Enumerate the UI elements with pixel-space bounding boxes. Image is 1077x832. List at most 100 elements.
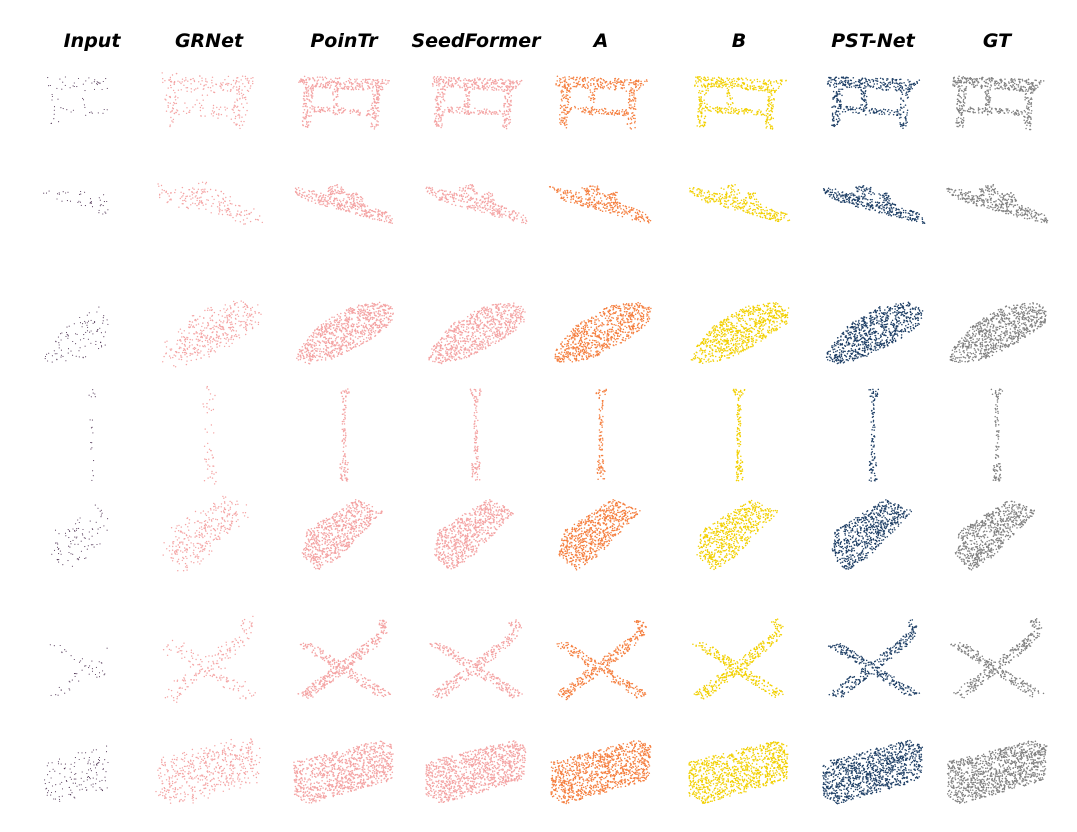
column-title-grnet: GRNet: [139, 28, 279, 54]
point-cloud-lamp-pointr: [280, 383, 408, 488]
column-title-seedformer: SeedFormer: [406, 28, 546, 54]
column-title-a: A: [531, 28, 671, 54]
point-cloud-sofa-pointr: [280, 718, 408, 823]
point-cloud-render: [298, 75, 390, 130]
point-cloud-boat-input: [28, 158, 156, 263]
point-cloud-render: [822, 739, 924, 804]
point-cloud-render: [825, 300, 924, 364]
point-cloud-render: [425, 739, 527, 803]
point-cloud-boat-seedformer: [412, 158, 540, 263]
point-cloud-render: [49, 643, 108, 696]
point-cloud-airplane-pstnet: [809, 608, 937, 713]
point-cloud-table-pstnet: [809, 58, 937, 163]
point-cloud-airplane-input: [28, 608, 156, 713]
point-cloud-render: [550, 739, 652, 804]
point-cloud-car-grnet: [145, 278, 273, 383]
point-cloud-airplane-pointr: [280, 608, 408, 713]
point-cloud-airplane-b: [675, 608, 803, 713]
point-cloud-cabinet-input: [28, 493, 156, 598]
point-cloud-car-b: [675, 278, 803, 383]
point-cloud-cabinet-a: [537, 493, 665, 598]
point-cloud-table-a: [537, 58, 665, 163]
point-cloud-boat-grnet: [145, 158, 273, 263]
point-cloud-render: [949, 301, 1047, 363]
point-cloud-car-gt: [933, 278, 1061, 383]
point-cloud-render: [952, 75, 1045, 130]
point-cloud-sofa-gt: [933, 718, 1061, 823]
point-cloud-cabinet-seedformer: [412, 493, 540, 598]
point-cloud-render: [43, 190, 109, 215]
point-cloud-render: [556, 619, 647, 700]
point-cloud-render: [558, 498, 641, 570]
point-cloud-cabinet-gt: [933, 493, 1061, 598]
point-cloud-render: [688, 740, 789, 804]
point-cloud-sofa-grnet: [145, 718, 273, 823]
point-cloud-lamp-grnet: [145, 383, 273, 488]
column-title-gt: GT: [927, 28, 1067, 54]
column-title-input: Input: [22, 28, 162, 54]
point-cloud-render: [696, 499, 778, 570]
point-cloud-render: [202, 385, 217, 485]
point-cloud-car-a: [537, 278, 665, 383]
point-cloud-render: [946, 183, 1049, 223]
point-cloud-render: [954, 500, 1036, 570]
point-cloud-boat-b: [675, 158, 803, 263]
point-cloud-render: [162, 299, 262, 367]
point-cloud-render: [554, 301, 652, 363]
point-cloud-render: [162, 495, 249, 571]
point-cloud-airplane-seedformer: [412, 608, 540, 713]
point-cloud-boat-pstnet: [809, 158, 937, 263]
point-cloud-render: [595, 388, 607, 480]
point-cloud-lamp-input: [28, 383, 156, 488]
point-cloud-sofa-b: [675, 718, 803, 823]
point-cloud-render: [431, 75, 523, 129]
point-cloud-render: [434, 498, 514, 569]
point-cloud-render: [692, 617, 784, 699]
point-cloud-boat-pointr: [280, 158, 408, 263]
point-cloud-render: [690, 301, 790, 364]
point-cloud-car-pstnet: [809, 278, 937, 383]
point-cloud-cabinet-pointr: [280, 493, 408, 598]
point-cloud-cabinet-grnet: [145, 493, 273, 598]
point-cloud-render: [950, 617, 1045, 698]
point-cloud-render: [826, 75, 921, 129]
point-cloud-boat-a: [537, 158, 665, 263]
point-cloud-table-gt: [933, 58, 1061, 163]
point-cloud-table-b: [675, 58, 803, 163]
point-cloud-render: [296, 301, 394, 365]
point-cloud-render: [44, 745, 109, 802]
point-cloud-boat-gt: [933, 158, 1061, 263]
point-cloud-render: [51, 504, 109, 567]
point-cloud-render: [693, 75, 787, 130]
point-cloud-render: [827, 618, 921, 697]
point-cloud-render: [157, 181, 263, 225]
point-cloud-render: [555, 75, 648, 130]
point-cloud-render: [301, 498, 383, 570]
point-cloud-render: [293, 740, 394, 804]
column-header-row: Input GRNet PoinTr SeedFormer A B PST-Ne…: [0, 28, 1077, 58]
point-cloud-render: [429, 618, 523, 698]
point-cloud-lamp-pstnet: [809, 383, 937, 488]
point-cloud-lamp-a: [537, 383, 665, 488]
point-cloud-table-input: [28, 58, 156, 163]
column-title-pointr: PoinTr: [274, 28, 414, 54]
point-cloud-render: [990, 387, 1004, 482]
point-cloud-cabinet-b: [675, 493, 803, 598]
point-cloud-sofa-input: [28, 718, 156, 823]
point-cloud-render: [88, 388, 96, 481]
point-cloud-car-pointr: [280, 278, 408, 383]
point-cloud-render: [868, 388, 880, 482]
point-cloud-render: [297, 618, 392, 699]
point-cloud-render: [425, 183, 528, 224]
point-cloud-render: [162, 615, 256, 703]
point-cloud-car-input: [28, 278, 156, 383]
point-cloud-airplane-gt: [933, 608, 1061, 713]
point-cloud-car-seedformer: [412, 278, 540, 383]
point-cloud-render: [339, 387, 350, 482]
point-cloud-lamp-seedformer: [412, 383, 540, 488]
point-cloud-render: [294, 183, 393, 224]
point-cloud-lamp-b: [675, 383, 803, 488]
point-cloud-lamp-gt: [933, 383, 1061, 488]
point-cloud-render: [548, 184, 652, 223]
